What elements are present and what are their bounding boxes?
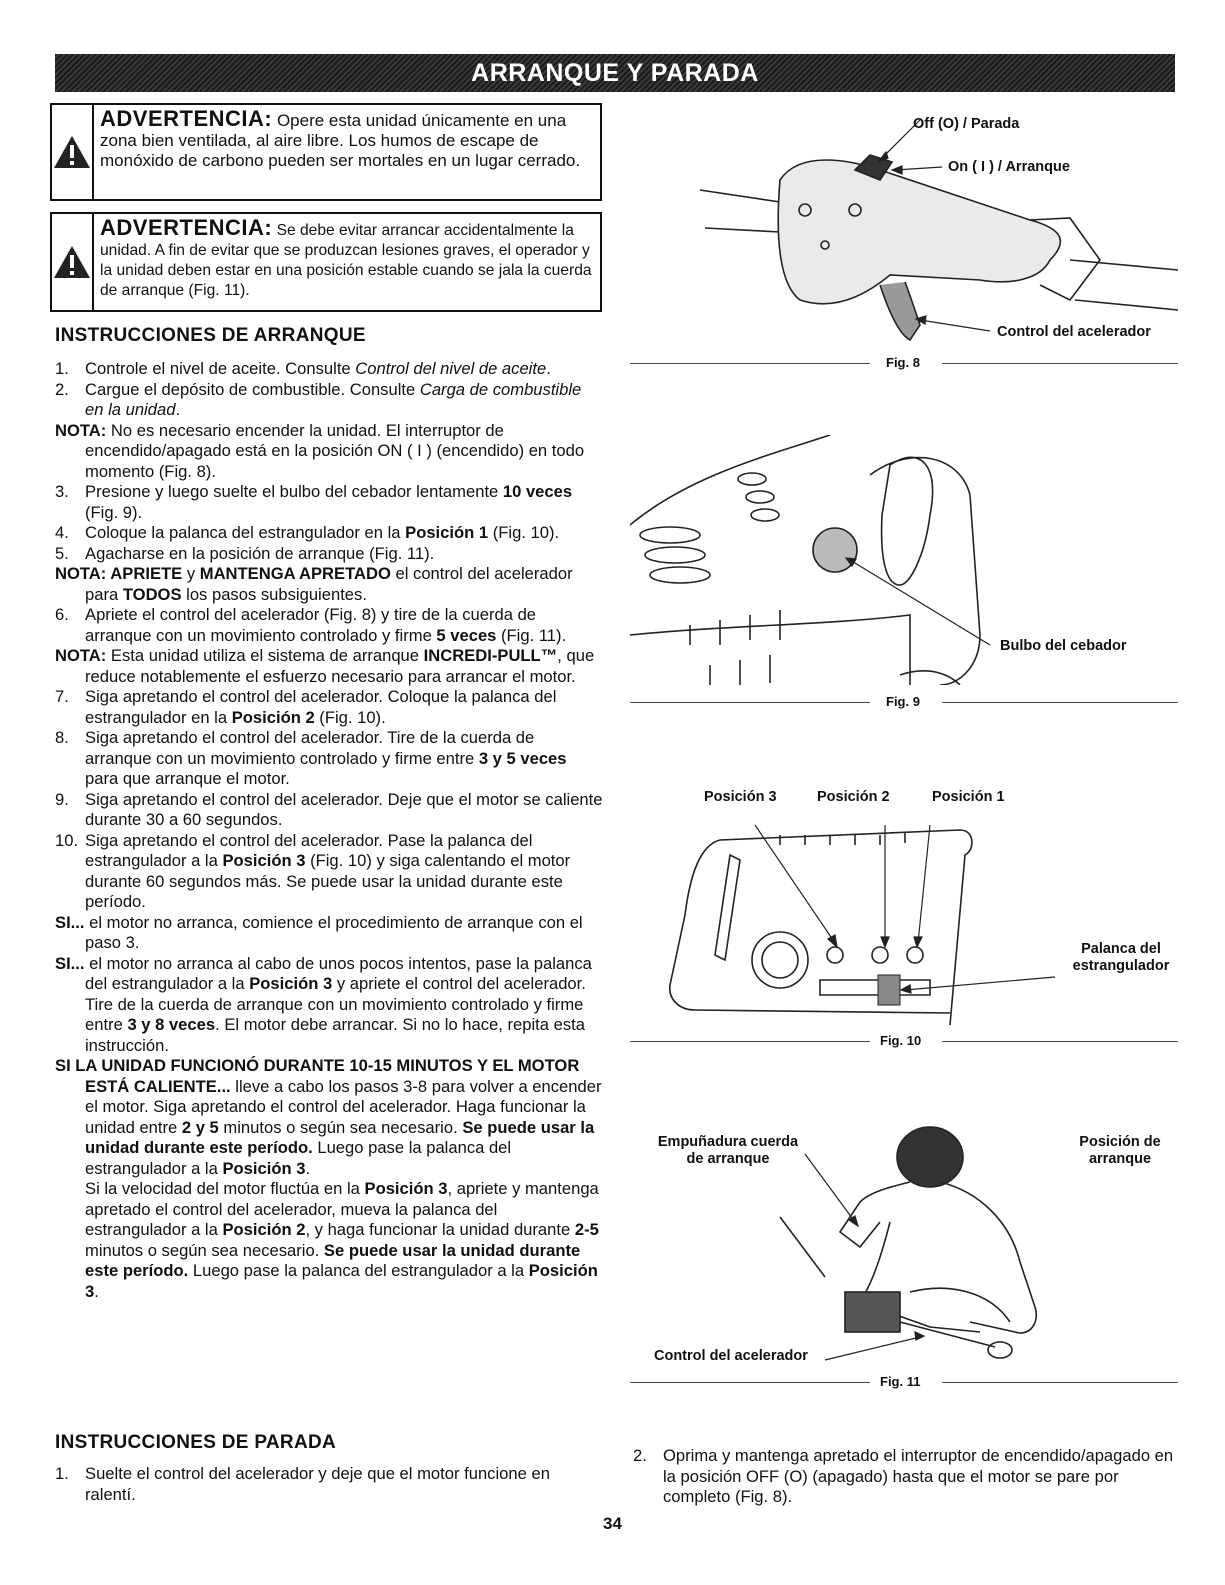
label-position-2: Posición 2 xyxy=(817,789,890,805)
warning-text: Se debe evitar arrancar accidentalmente … xyxy=(100,222,592,299)
note: NOTA: Esta unidad utiliza el sistema de … xyxy=(55,646,595,686)
warning-icon xyxy=(52,214,94,310)
figure-caption: Fig. 9 xyxy=(630,694,1178,710)
note: NOTA: No es necesario encender la unidad… xyxy=(55,420,585,481)
list-item: 5.Agacharse en la posición de arranque (… xyxy=(55,543,435,563)
choke-lever-illustration xyxy=(669,824,1056,1025)
start-heading: INSTRUCCIONES DE ARRANQUE xyxy=(55,325,366,346)
list-item: 1.Suelte el control del acelerador y dej… xyxy=(55,1464,550,1504)
list-item: 8.Siga apretando el control del acelerad… xyxy=(55,728,567,788)
page-number: 34 xyxy=(603,1514,622,1533)
label-position-1: Posición 1 xyxy=(932,789,1005,805)
caption-text: Fig. 9 xyxy=(886,694,920,709)
list-item: 3.Presione y luego suelte el bulbo del c… xyxy=(55,482,573,522)
stop-instructions-right: 2.Oprima y mantenga apretado el interrup… xyxy=(633,1446,1178,1508)
label-position-3: Posición 3 xyxy=(704,789,777,805)
section-header: ARRANQUE Y PARADA xyxy=(55,54,1175,92)
list-item: 2.Oprima y mantenga apretado el interrup… xyxy=(633,1446,1174,1506)
caption-text: Fig. 11 xyxy=(880,1374,921,1389)
warning-title: ADVERTENCIA: xyxy=(100,215,273,240)
figure-caption: Fig. 10 xyxy=(630,1033,1178,1049)
note: SI LA UNIDAD FUNCIONÓ DURANTE 10-15 MINU… xyxy=(55,1056,602,1178)
label-on: On ( I ) / Arranque xyxy=(948,159,1070,175)
note: NOTA: APRIETE y MANTENGA APRETADO el con… xyxy=(55,564,573,604)
warning-title: ADVERTENCIA: xyxy=(100,106,273,131)
note: SI... el motor no arranca, comience el p… xyxy=(55,912,583,953)
warning-icon xyxy=(52,105,94,199)
figure-11: Empuñadura cuerda de arranque Posición d… xyxy=(630,1122,1178,1392)
label-throttle: Control del acelerador xyxy=(997,324,1151,340)
label-primer-bulb: Bulbo del cebador xyxy=(1000,638,1127,654)
starting-position-illustration xyxy=(779,1126,1037,1361)
start-instructions: 1.Controle el nivel de aceite. Consulte … xyxy=(55,359,603,1302)
primer-bulb-illustration xyxy=(630,435,991,685)
list-item: 10.Siga apretando el control del acelera… xyxy=(55,830,571,912)
throttle-handle-illustration xyxy=(699,119,1178,342)
caption-text: Fig. 8 xyxy=(886,355,920,370)
list-item: 2.Cargue el depósito de combustible. Con… xyxy=(55,379,582,420)
list-item: 1.Controle el nivel de aceite. Consulte … xyxy=(55,359,551,378)
note: SI... el motor no arranca al cabo de uno… xyxy=(55,953,592,1055)
figure-caption: Fig. 8 xyxy=(630,355,1178,371)
caption-text: Fig. 10 xyxy=(880,1033,922,1048)
list-item: 9.Siga apretando el control del acelerad… xyxy=(55,789,603,830)
warning-text: Opere esta unidad únicamente en una zona… xyxy=(100,111,581,170)
figure-9: Bulbo del cebador Fig. 9 xyxy=(630,435,1178,710)
list-item: 4.Coloque la palanca del estrangulador e… xyxy=(55,523,560,542)
label-throttle: Control del acelerador xyxy=(654,1348,808,1364)
section-title: ARRANQUE Y PARADA xyxy=(471,59,759,87)
label-starter-grip: Empuñadura cuerda de arranque xyxy=(657,1134,799,1167)
label-starting-position: Posición de arranque xyxy=(1079,1134,1161,1167)
list-item: 6.Apriete el control del acelerador (Fig… xyxy=(55,605,567,645)
list-item: 7.Siga apretando el control del acelerad… xyxy=(55,687,557,727)
label-choke-lever: Palanca del estrangulador xyxy=(1072,941,1170,974)
figure-10: Posición 3 Posición 2 Posición 1 Palanca… xyxy=(630,785,1178,1055)
label-off: Off (O) / Parada xyxy=(913,116,1020,132)
warning-box-accidental-start: ADVERTENCIA: Se debe evitar arrancar acc… xyxy=(50,212,602,312)
figure-caption: Fig. 11 xyxy=(630,1374,1178,1390)
stop-instructions-left: 1.Suelte el control del acelerador y dej… xyxy=(55,1464,603,1505)
stop-heading: INSTRUCCIONES DE PARADA xyxy=(55,1432,337,1453)
paragraph: Si la velocidad del motor fluctúa en la … xyxy=(85,1179,599,1301)
figure-8: Off (O) / Parada On ( I ) / Arranque Con… xyxy=(630,110,1178,376)
warning-box-ventilation: ADVERTENCIA: Opere esta unidad únicament… xyxy=(50,103,602,201)
